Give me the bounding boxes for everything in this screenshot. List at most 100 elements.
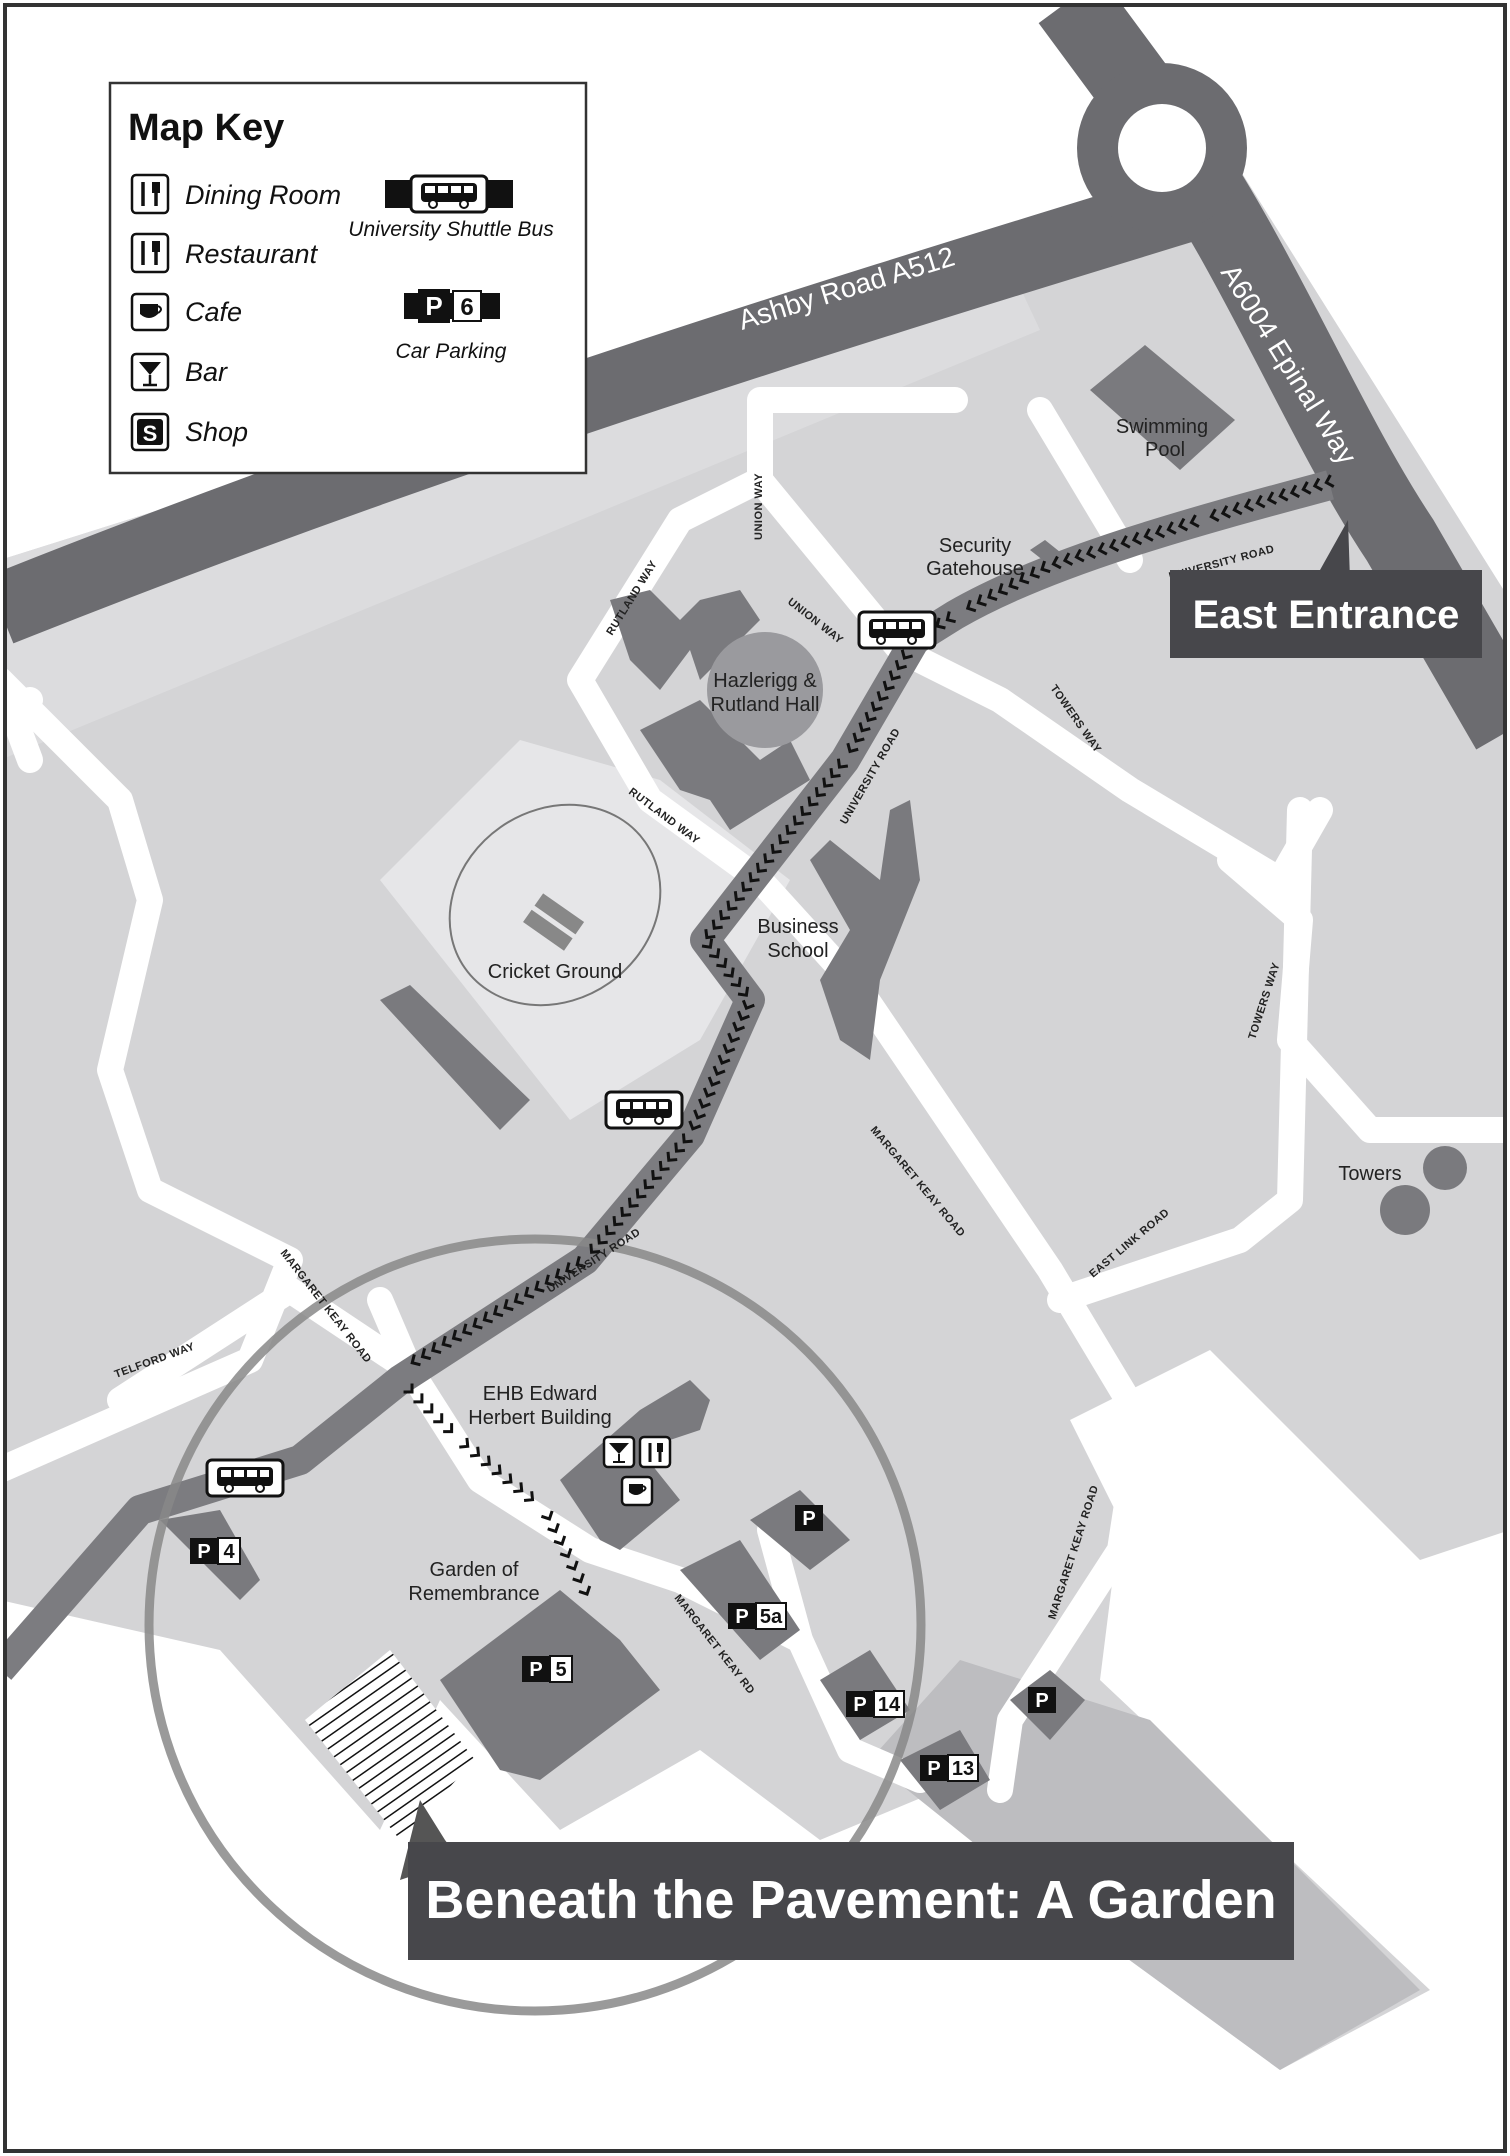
rutland-hall-south: [640, 700, 810, 830]
parking-marker-4: P 4: [190, 1537, 241, 1565]
route-chevron: [846, 742, 859, 754]
route-chevron: [1301, 481, 1312, 495]
route-chevron: [704, 928, 716, 940]
svg-text:P: P: [529, 1659, 542, 1681]
route-chevron: [876, 691, 889, 702]
route-chevron: [502, 1473, 513, 1485]
route-chevron: [722, 1043, 736, 1054]
dining-room-icon: [130, 173, 170, 215]
route-chevron: [513, 1292, 525, 1305]
route-chevron: [693, 1109, 707, 1120]
bus-stop-union-way: [857, 610, 937, 650]
route-chevron: [792, 815, 804, 826]
route-chevron: [741, 999, 755, 1011]
route-chevron: [1324, 474, 1335, 488]
bar-icon: [130, 352, 170, 392]
route-chevron: [814, 786, 826, 798]
route-chevron: [620, 1206, 632, 1218]
east-entrance-pointer: [1320, 520, 1350, 580]
route-chevron: [711, 919, 723, 930]
parking-marker-north: P: [795, 1505, 823, 1531]
route-chevron: [469, 1446, 481, 1458]
route-chevron: [480, 1455, 491, 1467]
route-chevron: [559, 1547, 573, 1559]
route-chevron: [472, 1317, 483, 1330]
key-label-car-parking: Car Parking: [396, 340, 507, 363]
route-chevron: [441, 1335, 452, 1348]
route-chevron: [413, 1393, 424, 1404]
route-chevron: [1085, 545, 1097, 560]
route-chevron: [748, 872, 760, 883]
label-hazlerigg-rutland-hall: Hazlerigg &Rutland Hall: [711, 670, 820, 716]
route-chevron: [717, 1054, 731, 1065]
route-chevron: [410, 1354, 421, 1367]
route-chevron: [544, 1274, 555, 1287]
svg-text:5a: 5a: [760, 1606, 783, 1628]
route-chevron: [1220, 505, 1231, 519]
route-chevron: [1074, 548, 1085, 563]
route-chevron: [534, 1280, 545, 1293]
route-chevron: [708, 948, 721, 959]
route-chevron: [737, 986, 750, 997]
route-chevron: [575, 1256, 586, 1269]
svg-text:P: P: [425, 291, 442, 321]
route-chevron: [658, 1160, 670, 1172]
route-chevron: [627, 1197, 639, 1208]
restaurant-icon: [130, 232, 170, 274]
route-chevron: [482, 1311, 494, 1324]
route-chevron: [688, 1120, 702, 1131]
route-chevron: [701, 938, 714, 949]
route-chevron: [864, 711, 877, 723]
svg-text:P: P: [853, 1694, 866, 1716]
svg-text:S: S: [143, 421, 158, 446]
route-chevron: [822, 777, 834, 788]
key-label-dining-room: Dining Room: [185, 180, 341, 210]
parking-marker-5a: P 5a: [728, 1602, 787, 1630]
route-chevron: [888, 670, 901, 681]
route-chevron: [733, 891, 745, 902]
route-chevron: [900, 649, 913, 660]
key-label-shop: Shop: [185, 417, 248, 447]
hazlerigg-hall-west: [610, 590, 760, 690]
route-chevron: [513, 1482, 524, 1494]
svg-text:13: 13: [952, 1758, 974, 1780]
svg-text:P: P: [802, 1508, 815, 1530]
route-chevron: [540, 1510, 554, 1521]
route-chevron: [719, 910, 731, 921]
campus-ground: [6, 170, 1504, 2070]
route-chevron: [712, 1065, 726, 1076]
route-chevron: [423, 1403, 434, 1414]
cafe-icon: [130, 292, 170, 332]
route-chevron: [492, 1305, 504, 1318]
route-chevron: [1278, 487, 1289, 502]
route-chevron: [894, 659, 907, 671]
route-chevron: [1120, 535, 1131, 549]
route-chevron: [858, 722, 871, 733]
route-chevron: [643, 1179, 655, 1190]
pavilion-building: [380, 985, 530, 1130]
shuttle-bus-icon: [385, 174, 513, 214]
security-gatehouse-building: [1030, 540, 1070, 572]
route-chevron: [1040, 560, 1051, 574]
route-chevron: [1312, 477, 1323, 492]
route-chevron: [987, 588, 998, 602]
route-chevron: [1108, 538, 1120, 553]
map-key-title: Map Key: [128, 107, 284, 149]
route-chevron: [572, 1573, 585, 1584]
route-chevron: [651, 1170, 662, 1181]
route-chevron: [852, 732, 865, 743]
route-chevron: [1029, 566, 1040, 579]
route-chevron: [707, 1076, 721, 1087]
route-chevron: [565, 1262, 576, 1275]
route-chevron: [635, 1188, 647, 1199]
swimming-pool-building: [1090, 345, 1235, 470]
route-chevron: [976, 594, 987, 607]
hazlerigg-rotunda: [707, 632, 823, 748]
map-key: Map Key Dining Room Restaurant: [108, 81, 588, 475]
east-entrance-callout: [1170, 570, 1482, 658]
label-cricket-ground: Cricket Ground: [488, 961, 623, 983]
route-chevron: [547, 1522, 560, 1534]
route-chevron: [578, 1585, 592, 1596]
map-frame: [3, 3, 1507, 2153]
